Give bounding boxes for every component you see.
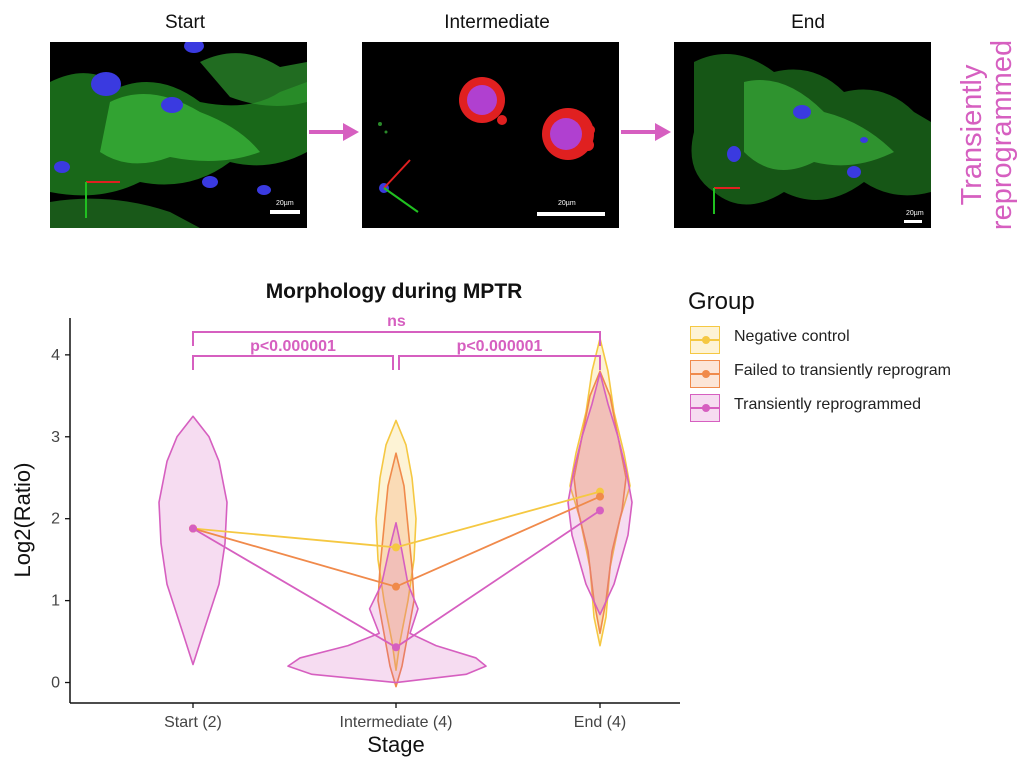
violin: [287, 521, 487, 684]
violin: [158, 415, 228, 666]
micrograph-end-art: [691, 54, 931, 214]
violin: [573, 370, 627, 635]
scale-bar: [270, 210, 300, 214]
significance-bracket: [192, 331, 601, 346]
x-tick-label: End (4): [574, 714, 626, 731]
data-point: [596, 506, 604, 515]
y-tick-label: 4: [51, 347, 60, 364]
data-point: [596, 492, 604, 501]
scale-bar: [537, 212, 605, 216]
panel-title-intermediate: Intermediate: [444, 12, 550, 33]
legend-key-failed: [690, 360, 720, 388]
data-point: [392, 543, 400, 552]
annotation-layer: ns p<0.000001 p<0.000001: [192, 313, 601, 370]
significance-bracket: [192, 355, 394, 370]
data-point: [189, 524, 197, 533]
legend-item-failed: Failed to transiently reprogram: [690, 358, 1010, 388]
arrow-right-icon: [621, 123, 671, 141]
y-tick-label: 3: [51, 429, 60, 446]
chart-title: Morphology during MPTR: [266, 280, 523, 303]
legend-key-negative-control: [690, 326, 720, 354]
legend-item-transient: Transiently reprogrammed: [690, 392, 1010, 422]
data-point: [392, 643, 400, 652]
legend-item-negative-control: Negative control: [690, 324, 1010, 354]
y-tick-label: 0: [51, 675, 60, 692]
significance-label: p<0.000001: [250, 338, 336, 355]
data-point: [392, 582, 400, 591]
micrograph-end: 20µm: [674, 42, 931, 228]
legend-key-transient: [690, 394, 720, 422]
significance-bracket: [398, 355, 601, 370]
x-tick-label: Intermediate (4): [340, 714, 453, 731]
y-tick-label: 1: [51, 593, 60, 610]
significance-label: ns: [387, 313, 406, 330]
legend-label: Transiently reprogrammed: [734, 396, 922, 413]
scale-bar: [904, 220, 922, 223]
point-layer: [189, 487, 604, 652]
panel-title-end: End: [791, 12, 825, 33]
significance-label: p<0.000001: [457, 338, 543, 355]
side-label-line-1: Transiently: [956, 64, 988, 205]
side-label: Transiently reprogrammed: [956, 40, 1018, 230]
panel-title-start: Start: [164, 12, 206, 33]
side-label-line-2: reprogrammed: [986, 40, 1018, 230]
legend-title: Group: [688, 288, 755, 315]
arrow-right-icon: [309, 123, 359, 141]
micrograph-start: 20µm: [50, 42, 307, 228]
scale-label: 20µm: [276, 200, 294, 207]
scale-label: 20µm: [558, 200, 576, 207]
y-axis-label: Log2(Ratio): [10, 463, 35, 578]
y-tick-label: 2: [51, 511, 60, 528]
scale-label: 20µm: [906, 210, 924, 217]
legend-label: Failed to transiently reprogram: [734, 362, 951, 379]
x-axis-label: Stage: [367, 732, 425, 757]
micrograph-intermediate: 20µm: [362, 42, 619, 228]
violin-layer: [158, 337, 633, 688]
x-tick-label: Start (2): [164, 714, 222, 731]
micrograph-start-art: [50, 42, 307, 228]
violin: [377, 452, 415, 688]
micrograph-intermediate-art: [378, 77, 595, 213]
legend-label: Negative control: [734, 328, 850, 345]
